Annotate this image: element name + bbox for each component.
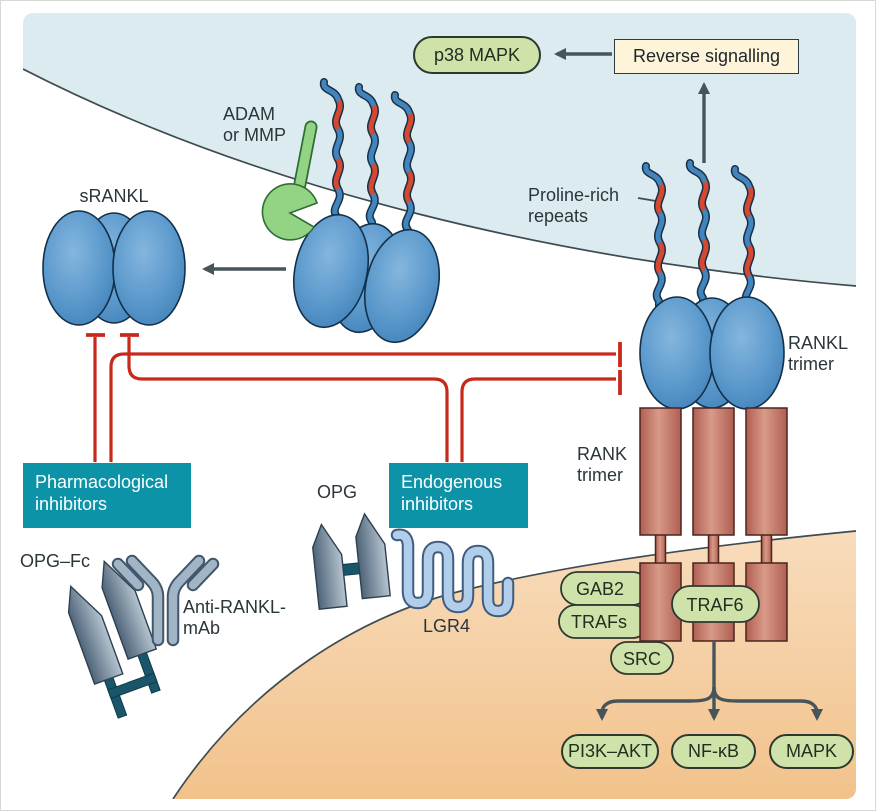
pi3k-akt-label: PI3K–AKT <box>567 741 653 761</box>
nfkb-node: NF-κB <box>671 734 756 769</box>
proline-line2: repeats <box>528 206 589 227</box>
lgr4-receptor <box>390 528 515 618</box>
srankl-trimer <box>42 210 186 326</box>
proline-label-pointer <box>637 197 657 202</box>
adam-line2: or MMP <box>223 125 286 146</box>
anti-rankl-line2: mAb <box>183 618 221 639</box>
pharmacological-inhibitors-box: Pharmacological inhibitors <box>23 463 191 528</box>
src-pill-label: SRC <box>623 649 661 669</box>
lgr4-label: LGR4 <box>423 616 471 636</box>
trafs-pill-label: TRAFs <box>571 612 627 632</box>
inhibition-lines <box>86 333 622 462</box>
adaptor-pills-front <box>610 585 760 675</box>
rank-trimer-line1: RANK <box>577 444 628 464</box>
opg-fc-molecule <box>59 554 161 719</box>
p38-mapk-label: p38 MAPK <box>433 44 521 65</box>
shedding-rankl-trimer <box>261 82 440 344</box>
rankl-trimer-label: RANKL trimer <box>788 333 848 375</box>
reverse-signalling-box: Reverse signalling <box>614 39 799 74</box>
reverse-signalling-label: Reverse signalling <box>632 46 781 66</box>
mapk-label: MAPK <box>785 741 837 761</box>
endogenous-line1: Endogenous <box>401 472 503 492</box>
pi3k-akt-node: PI3K–AKT <box>561 734 659 769</box>
opg-fc-label: OPG–Fc <box>20 551 91 571</box>
osteoblast-membrane-line <box>23 68 856 287</box>
srankl-label: sRANKL <box>79 186 149 206</box>
adaptor-pills-behind <box>558 571 650 639</box>
mapk-node: MAPK <box>769 734 854 769</box>
rank-trimer-line2: trimer <box>577 465 623 486</box>
anti-rankl-mab-antibody <box>111 554 220 647</box>
osteoblast-cell <box>23 13 856 286</box>
opg-molecule <box>309 511 391 610</box>
adam-mmp-enzyme <box>261 183 319 241</box>
arrow-to-mapk <box>712 686 823 721</box>
traf6-pill-label: TRAF6 <box>686 595 743 615</box>
rank-subunit <box>745 407 788 642</box>
pharmacological-line2: inhibitors <box>35 493 108 514</box>
p38-mapk-node: p38 MAPK <box>413 36 541 74</box>
rank-subunit <box>639 407 682 642</box>
nfkb-label: NF-κB <box>688 741 739 761</box>
anti-rankl-line1: Anti-RANKL- <box>183 597 287 617</box>
rankl-trimer-line1: RANKL <box>788 333 849 353</box>
rank-trimer-label: RANK trimer <box>577 444 627 486</box>
adam-mmp-label: ADAM or MMP <box>223 104 286 146</box>
proline-line1: Proline-rich <box>528 185 620 205</box>
endogenous-line2: inhibitors <box>401 493 474 514</box>
endogenous-inhibitors-box: Endogenous inhibitors <box>389 463 528 528</box>
rankl-trimer <box>639 163 785 410</box>
arrow-to-pi3k <box>596 686 716 721</box>
opg-label: OPG <box>317 482 358 502</box>
pharmacological-line1: Pharmacological <box>35 472 169 492</box>
anti-rankl-mab-label: Anti-RANKL- mAb <box>183 597 286 639</box>
rankl-trimer-line2: trimer <box>788 354 834 375</box>
proline-rich-label: Proline-rich repeats <box>528 185 619 227</box>
gab2-pill-label: GAB2 <box>576 579 624 599</box>
adam-line1: ADAM <box>223 104 276 124</box>
signal-arrows <box>202 48 823 721</box>
